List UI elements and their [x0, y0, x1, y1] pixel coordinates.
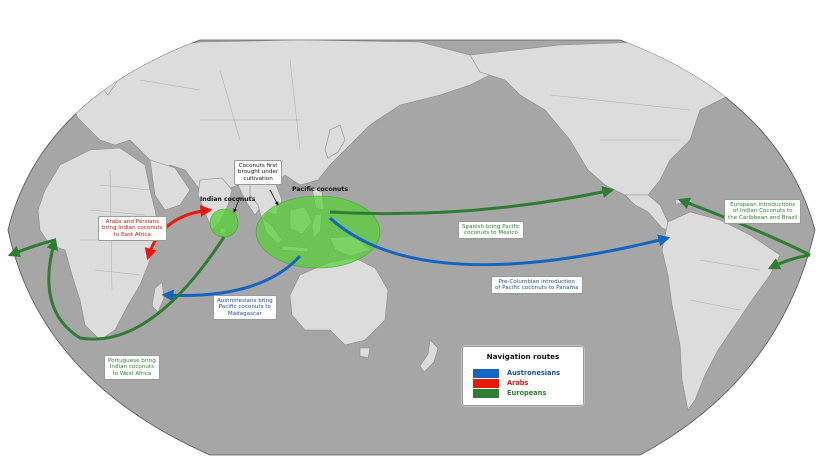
madagascar: [151, 281, 165, 313]
navigation-routes-legend: Navigation routes Austronesians Arabs Eu…: [462, 346, 584, 406]
portuguese-west-africa-arrow: [46, 236, 226, 341]
portuguese-west-africa-arrow-2: [7, 238, 56, 258]
cultivation-pointer-left: [233, 196, 241, 213]
legend-label-europeans: Europeans: [507, 389, 547, 397]
austronesians-swatch: [473, 369, 499, 378]
indian-coconuts-region: [209, 208, 239, 238]
south-america: [661, 211, 781, 411]
precolumbian-panama-annotation: Pre-Columbian introduction of Pacific co…: [491, 276, 583, 295]
pacific-coconuts-label: Pacific coconuts: [292, 186, 349, 193]
europeans-swatch: [473, 389, 499, 398]
austronesian-panama-arrow: [328, 216, 671, 267]
austronesian-madagascar-arrow: [161, 254, 302, 302]
portuguese-annotation: Portuguese bring Indian coconuts to West…: [104, 355, 160, 381]
european-brazil-arrow: [767, 253, 811, 270]
japan: [324, 124, 346, 159]
arabs-swatch: [473, 379, 499, 388]
greenland: [699, 41, 771, 81]
legend-label-arabs: Arabs: [507, 379, 529, 387]
arabs-route-arrow: [144, 204, 213, 261]
spanish-mexico-annotation: Spanish bring Pacific coconuts to Mexico: [458, 221, 524, 240]
pacific-coconuts-region: [255, 195, 381, 269]
spanish-mexico-arrow: [329, 186, 615, 216]
cultivation-pointer-right: [269, 189, 279, 206]
austronesians-madagascar-annotation: Austronesians bring Pacific coconuts to …: [213, 295, 277, 321]
legend-title: Navigation routes: [486, 352, 560, 361]
legend-label-austronesians: Austronesians: [507, 369, 561, 377]
new-zealand: [419, 339, 439, 373]
european-caribbean-arrow: [677, 197, 811, 257]
africa: [37, 147, 161, 341]
cultivation-annotation: Coconuts first brought under cultivation: [234, 160, 283, 186]
arabs-annotation: Arabs and Persians bring Indian coconuts…: [98, 216, 167, 242]
indian-coconuts-label: Indian coconuts: [200, 196, 256, 203]
european-caribbean-annotation: European introductions of Indian Coconut…: [724, 199, 802, 225]
